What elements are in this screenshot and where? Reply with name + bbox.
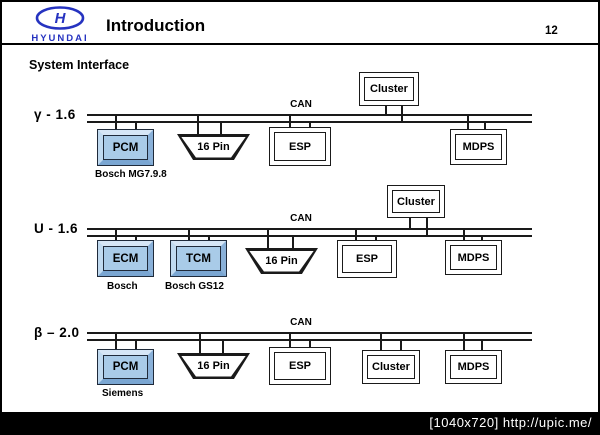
watermark-text: [1040x720] http://upic.me/ xyxy=(429,415,592,430)
node-label: 16 Pin xyxy=(265,255,298,267)
can-high-line xyxy=(87,114,532,116)
page-title: System Interface xyxy=(29,58,130,72)
ecu-sublabel: Bosch xyxy=(107,281,138,292)
bus-label: β – 2.0 xyxy=(34,325,80,340)
drop-line xyxy=(197,114,199,134)
drop-line xyxy=(292,235,294,248)
drop-line xyxy=(463,332,465,350)
node-16pin: 16 Pin xyxy=(177,353,250,379)
node-mdps: MDPS xyxy=(445,350,502,384)
watermark-bar: [1040x720] http://upic.me/ xyxy=(2,412,598,433)
node-label: PCM xyxy=(103,355,148,379)
drop-line xyxy=(481,339,483,350)
drop-line xyxy=(409,218,411,229)
node-label: 16 Pin xyxy=(197,360,230,372)
node-label: PCM xyxy=(103,135,148,160)
drop-line xyxy=(385,105,387,115)
drop-line xyxy=(309,339,311,347)
drop-line xyxy=(199,332,201,353)
drop-line xyxy=(400,339,402,350)
node-label: MDPS xyxy=(450,355,497,379)
drop-line xyxy=(135,235,137,240)
node-label: MDPS xyxy=(450,245,497,270)
drop-line xyxy=(484,121,486,129)
hyundai-logo: H HYUNDAI xyxy=(20,6,100,44)
bus-label: γ - 1.6 xyxy=(34,107,76,122)
node-cluster: Cluster xyxy=(359,72,419,106)
page-header-title: Introduction xyxy=(106,16,206,35)
node-mdps: MDPS xyxy=(445,240,502,275)
ecu-sublabel: Bosch MG7.9.8 xyxy=(95,169,167,180)
node-tcm: TCM xyxy=(170,240,227,277)
drop-line xyxy=(401,105,403,122)
can-high-line xyxy=(87,228,532,230)
can-label: CAN xyxy=(290,99,312,110)
brand-name: HYUNDAI xyxy=(31,33,89,44)
can-label: CAN xyxy=(290,317,312,328)
node-esp: ESP xyxy=(269,347,331,385)
node-label: MDPS xyxy=(455,134,502,160)
node-label: 16 Pin xyxy=(197,141,230,153)
node-mdps: MDPS xyxy=(450,129,507,165)
node-label: ESP xyxy=(274,132,326,161)
trapezoid-face xyxy=(249,250,314,272)
node-cluster: Cluster xyxy=(387,185,445,218)
node-label: TCM xyxy=(176,246,221,271)
drop-line xyxy=(115,228,117,240)
header-divider xyxy=(2,43,598,45)
node-16pin: 16 Pin xyxy=(245,248,318,274)
node-cluster: Cluster xyxy=(362,350,420,384)
drop-line xyxy=(135,339,137,349)
trapezoid-face xyxy=(181,355,246,377)
page-number: 12 xyxy=(545,25,558,37)
drop-line xyxy=(380,332,382,350)
bus-label: U - 1.6 xyxy=(34,221,79,236)
can-high-line xyxy=(87,332,532,334)
node-label: ESP xyxy=(342,245,392,273)
node-label: ESP xyxy=(274,352,326,380)
drop-line xyxy=(188,228,190,240)
drop-line xyxy=(222,339,224,353)
node-label: Cluster xyxy=(364,77,414,101)
drop-line xyxy=(375,235,377,240)
drop-line xyxy=(309,121,311,127)
node-pcm: PCM xyxy=(97,129,154,166)
can-label: CAN xyxy=(290,213,312,224)
drop-line xyxy=(426,218,428,236)
node-ecm: ECM xyxy=(97,240,154,277)
drop-line xyxy=(267,228,269,248)
ecu-sublabel: Siemens xyxy=(102,388,144,399)
ecu-sublabel: Bosch GS12 xyxy=(165,281,224,292)
node-label: Cluster xyxy=(367,355,415,379)
node-esp: ESP xyxy=(269,127,331,166)
drop-line xyxy=(115,114,117,129)
drop-line xyxy=(115,332,117,349)
trapezoid-face xyxy=(181,136,246,158)
node-esp: ESP xyxy=(337,240,397,278)
drop-line xyxy=(289,332,291,347)
drop-line xyxy=(135,121,137,129)
drop-line xyxy=(463,228,465,240)
drop-line xyxy=(467,114,469,129)
drop-line xyxy=(355,228,357,240)
can-low-line xyxy=(87,235,532,237)
drop-line xyxy=(208,235,210,240)
drop-line xyxy=(220,121,222,134)
node-pcm: PCM xyxy=(97,349,154,385)
drop-line xyxy=(481,235,483,240)
svg-text:H: H xyxy=(55,10,67,27)
node-label: ECM xyxy=(103,246,148,271)
node-label: Cluster xyxy=(392,190,440,213)
drop-line xyxy=(289,114,291,127)
hyundai-oval-h-icon: H xyxy=(35,6,85,30)
node-16pin: 16 Pin xyxy=(177,134,250,160)
